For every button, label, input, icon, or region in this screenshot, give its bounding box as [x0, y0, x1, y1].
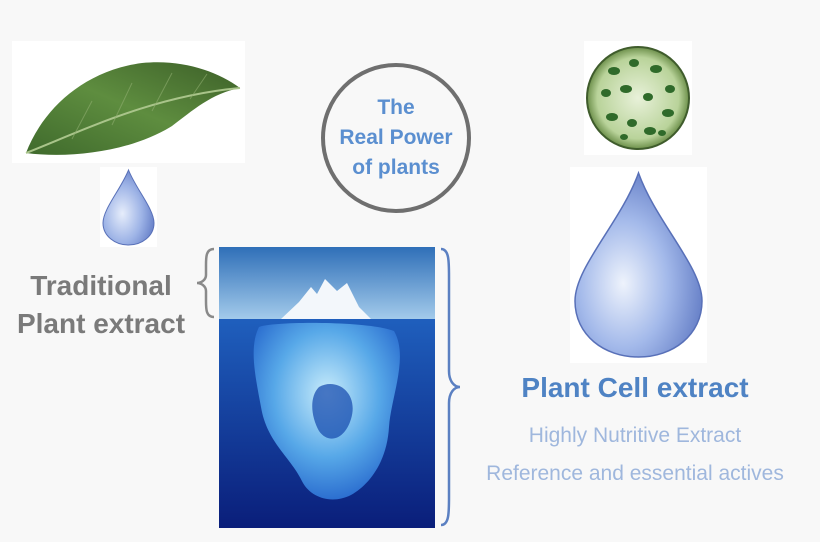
- large-drop-icon: [574, 170, 703, 358]
- subtitle-actives: Reference and essential actives: [486, 462, 784, 485]
- leaf-image: [25, 62, 241, 155]
- large-drop-frame: [570, 167, 707, 363]
- left-label-line-2: Plant extract: [16, 308, 186, 339]
- small-drop-frame: [100, 167, 157, 247]
- small-drop-icon: [102, 168, 155, 246]
- leaf-image-frame: [12, 41, 245, 163]
- right-brace: [440, 247, 461, 527]
- title-circle: The Real Power of plants: [321, 63, 471, 213]
- title-line-1: The: [377, 96, 415, 119]
- iceberg-image: [219, 247, 435, 528]
- subtitle-nutritive: Highly Nutritive Extract: [528, 424, 742, 447]
- traditional-extract-label: Traditional Plant extract: [6, 267, 196, 343]
- left-label-line-1: Traditional: [30, 270, 172, 301]
- title-line-2: Real Power: [339, 126, 453, 149]
- plant-cell-extract-title: Plant Cell extract: [521, 372, 749, 403]
- title-line-3: of plants: [352, 156, 440, 179]
- left-brace: [196, 247, 215, 319]
- plant-cell-frame: [584, 41, 692, 155]
- plant-cell-image: [586, 46, 690, 150]
